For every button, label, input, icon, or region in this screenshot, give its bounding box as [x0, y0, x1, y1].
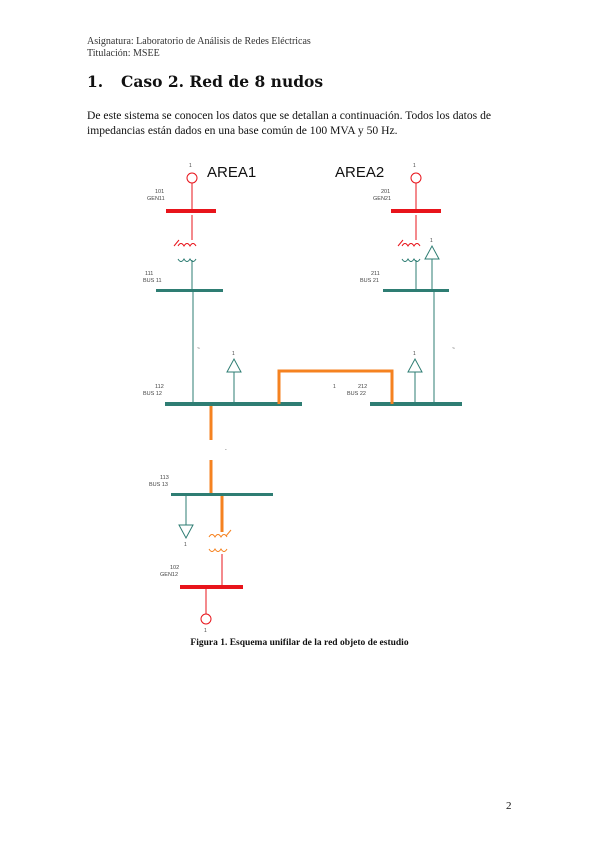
header-subject: Asignatura: Laboratorio de Análisis de R…	[87, 36, 311, 47]
intro-paragraph: De este sistema se conocen los datos que…	[87, 109, 492, 137]
gen-201-marker: 1	[413, 163, 416, 169]
generator-icon	[410, 172, 422, 184]
transformer-101-111	[173, 239, 197, 290]
line-211-212-marker: ~	[452, 346, 455, 352]
page-number: 2	[506, 800, 512, 812]
bus-211-number: 211	[371, 271, 380, 277]
bus-211-name: BUS 21	[360, 278, 379, 284]
bus-102-name: GEN12	[160, 572, 178, 578]
bus-101-number: 101	[155, 189, 164, 195]
bus-bar-113	[171, 493, 273, 496]
load-triangle-icon	[226, 357, 242, 373]
load-triangle-icon	[424, 244, 440, 260]
generator-101	[186, 172, 198, 240]
transformer-201-211	[397, 239, 421, 290]
gen-101-marker: 1	[189, 163, 192, 169]
area2-label: AREA2	[335, 164, 384, 181]
transformer-113-102	[208, 496, 232, 586]
bus-101-name: GEN11	[147, 196, 165, 202]
bus-113-number: 113	[160, 475, 169, 481]
load-212	[407, 357, 423, 404]
bus-bar-112	[165, 402, 302, 406]
line-112-113-marker: -	[225, 447, 227, 453]
line-111-112-marker: ~	[197, 346, 200, 352]
gen-102-marker: 1	[204, 628, 207, 634]
bus-201-name: GEN21	[373, 196, 391, 202]
bus-bar-211	[383, 289, 449, 292]
bus-bar-212	[370, 402, 462, 406]
bus-212-name: BUS 22	[347, 391, 366, 397]
section-title: Caso 2. Red de 8 nudos	[121, 72, 324, 91]
bus-201-number: 201	[381, 189, 390, 195]
bus-bar-111	[156, 289, 223, 292]
header-degree: Titulación: MSEE	[87, 48, 160, 59]
figure-caption: Figura 1. Esquema unifilar de la red obj…	[190, 638, 409, 648]
bus-212-number: 212	[358, 384, 367, 390]
generator-icon	[200, 613, 212, 625]
load-112	[226, 357, 242, 404]
bus-111-number: 111	[145, 271, 153, 277]
load-211	[424, 244, 440, 290]
bus-bar-201	[391, 209, 441, 213]
generator-102	[200, 589, 212, 625]
bus-111-name: BUS 11	[143, 278, 162, 284]
load-triangle-icon	[407, 357, 423, 373]
section-heading: 1. Caso 2. Red de 8 nudos	[87, 72, 323, 91]
area1-label: AREA1	[207, 164, 256, 181]
load-113	[178, 496, 194, 540]
load-212-marker: 1	[413, 351, 416, 357]
bus-102-number: 102	[170, 565, 179, 571]
generator-201	[410, 172, 422, 240]
bus-112-name: BUS 12	[143, 391, 162, 397]
generator-icon	[186, 172, 198, 184]
load-112-marker: 1	[232, 351, 235, 357]
load-113-marker: 1	[184, 542, 187, 548]
bus-bar-102	[180, 585, 243, 589]
bus-bar-101	[166, 209, 216, 213]
section-number: 1.	[87, 72, 104, 91]
load-211-marker: 1	[430, 238, 433, 244]
tie-line-112-212	[277, 369, 394, 404]
bus-112-number: 112	[155, 384, 164, 390]
tie-line-label: 1	[333, 384, 336, 390]
bus-113-name: BUS 13	[149, 482, 168, 488]
load-triangle-icon	[178, 524, 194, 540]
